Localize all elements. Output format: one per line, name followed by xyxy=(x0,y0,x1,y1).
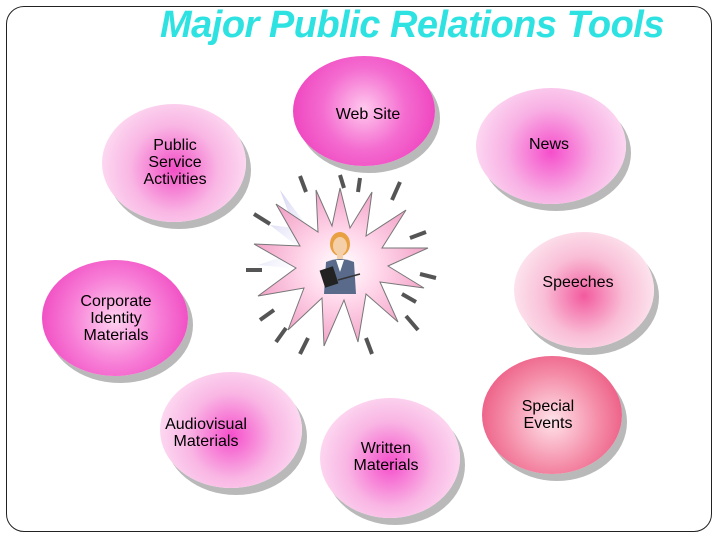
label-web-site: Web Site xyxy=(335,106,401,123)
slide-frame xyxy=(6,6,712,532)
label-speeches: Speeches xyxy=(542,274,614,291)
center-starburst xyxy=(246,174,437,355)
bubble-audiovisual xyxy=(160,372,302,488)
bubble-public-service xyxy=(102,104,246,222)
label-special-events: Special Events xyxy=(521,398,575,432)
bubble-web-site xyxy=(293,56,435,166)
label-news: News xyxy=(528,136,569,153)
label-audiovisual: Audiovisual Materials xyxy=(165,416,247,450)
bubble-speeches xyxy=(514,232,654,348)
label-public-service: Public Service Activities xyxy=(143,137,207,188)
label-written: Written Materials xyxy=(353,440,419,474)
businesswoman-icon xyxy=(319,232,361,294)
label-corporate-identity: Corporate Identity Materials xyxy=(80,293,152,344)
slide-title: Major Public Relations Tools xyxy=(160,4,665,46)
bubble-special-events xyxy=(482,356,622,474)
bubble-news xyxy=(476,88,626,204)
bubble-written xyxy=(320,398,460,518)
burst-rays xyxy=(246,174,437,355)
bubble-corporate-identity xyxy=(42,260,188,376)
